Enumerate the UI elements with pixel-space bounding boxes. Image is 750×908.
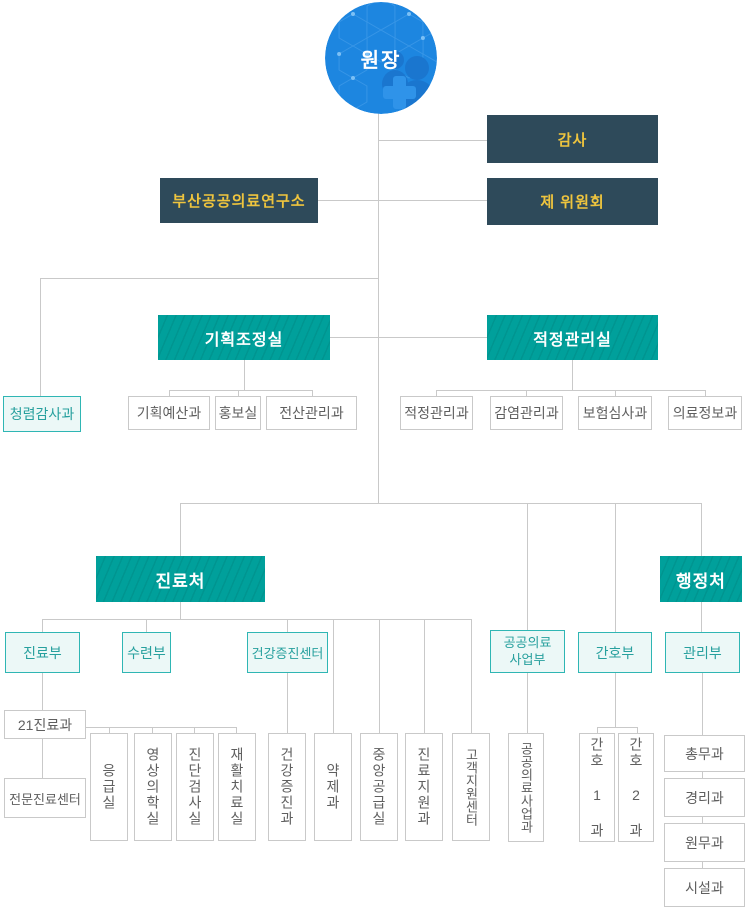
connector-line	[702, 673, 703, 735]
public-medical-line2: 사업부	[509, 651, 546, 667]
connector-line	[637, 727, 638, 733]
connector-line	[40, 278, 41, 396]
connector-line	[378, 337, 487, 338]
connector-line	[169, 390, 170, 396]
planning-dept-box: 전산관리과	[266, 396, 357, 430]
connector-line	[424, 619, 425, 733]
connector-line	[379, 619, 380, 733]
connector-line	[42, 619, 471, 620]
adequacy-office-box: 적정관리실	[487, 315, 658, 360]
unit-box: 고객지원센터	[452, 733, 490, 841]
committees-box: 제 위원회	[487, 178, 658, 225]
connector-line	[597, 727, 598, 733]
connector-line	[701, 503, 702, 556]
connector-line	[615, 390, 616, 396]
connector-line	[180, 503, 181, 556]
unit-box: 진단검사실	[176, 733, 214, 841]
connector-line	[236, 727, 237, 733]
management-dept-box: 시설과	[664, 868, 745, 907]
adequacy-dept-box: 의료정보과	[668, 396, 742, 430]
connector-line	[287, 673, 288, 733]
connector-line	[312, 390, 313, 396]
research-institute-box: 부산공공의료연구소	[160, 178, 318, 223]
connector-line	[40, 278, 378, 279]
connector-line	[527, 673, 528, 733]
planning-dept-box: 홍보실	[215, 396, 261, 430]
connector-line	[180, 503, 701, 504]
connector-line	[42, 673, 43, 710]
connector-line	[180, 602, 181, 619]
connector-line	[701, 602, 702, 632]
management-division-box: 관리부	[665, 632, 740, 673]
connector-line	[238, 390, 239, 396]
management-dept-box: 총무과	[664, 735, 745, 772]
training-division-box: 수련부	[122, 632, 171, 673]
connector-line	[194, 727, 195, 733]
audit-box: 감사	[487, 115, 658, 163]
connector-line	[244, 360, 245, 390]
connector-line	[86, 727, 237, 728]
unit-box: 영상의학실	[134, 733, 172, 841]
special-clinic-center-box: 전문진료센터	[4, 778, 86, 818]
unit-box: 건강증진과	[268, 733, 306, 841]
connector-line	[109, 727, 110, 733]
admin-hq-box: 행정처	[660, 556, 742, 602]
connector-line	[146, 619, 147, 632]
connector-line	[702, 772, 703, 778]
connector-line	[42, 619, 43, 632]
connector-line	[527, 503, 528, 630]
medical-emblem-icon	[325, 2, 437, 114]
connector-line	[378, 111, 379, 503]
public-medical-line1: 공공의료	[503, 634, 552, 650]
connector-line	[378, 200, 487, 201]
adequacy-dept-box: 감염관리과	[490, 396, 563, 430]
health-center-box: 건강증진센터	[247, 632, 328, 673]
connector-line	[378, 140, 487, 141]
unit-box: 간호 1 과	[579, 733, 615, 842]
connector-line	[526, 390, 527, 396]
connector-line	[436, 390, 437, 396]
planning-dept-box: 기획예산과	[128, 396, 210, 430]
connector-line	[702, 817, 703, 823]
medical-division-box: 진료부	[5, 632, 80, 673]
unit-box: 응급실	[90, 733, 128, 841]
connector-line	[333, 619, 334, 733]
connector-line	[152, 727, 153, 733]
director-label: 원장	[360, 49, 402, 72]
connector-line	[597, 727, 637, 728]
unit-box: 간호 2 과	[618, 733, 654, 842]
connector-line	[169, 390, 312, 391]
connector-line	[471, 619, 472, 733]
clinic-depts-box: 21진료과	[4, 710, 86, 739]
unit-box: 진료지원과	[405, 733, 443, 841]
director-node: 원장	[325, 2, 437, 114]
unit-box: 약제과	[314, 733, 352, 841]
connector-line	[42, 739, 43, 778]
connector-line	[287, 619, 288, 632]
connector-line	[318, 200, 378, 201]
management-dept-box: 경리과	[664, 778, 745, 817]
planning-office-box: 기획조정실	[158, 315, 330, 360]
public-medical-division-box: 공공의료 사업부	[490, 630, 565, 673]
connector-line	[330, 337, 378, 338]
connector-line	[572, 360, 573, 390]
medical-hq-box: 진료처	[96, 556, 265, 602]
adequacy-dept-box: 적정관리과	[400, 396, 473, 430]
unit-box: 재활치료실	[218, 733, 256, 841]
connector-line	[615, 673, 616, 727]
connector-line	[615, 503, 616, 632]
connector-line	[702, 862, 703, 868]
integrity-audit-box: 청렴감사과	[3, 396, 81, 432]
nursing-division-box: 간호부	[578, 632, 652, 673]
adequacy-dept-box: 보험심사과	[578, 396, 652, 430]
connector-line	[705, 390, 706, 396]
connector-line	[436, 390, 705, 391]
unit-box: 공공의료사업과	[508, 733, 544, 842]
management-dept-box: 원무과	[664, 823, 745, 862]
unit-box: 중앙공급실	[360, 733, 398, 841]
